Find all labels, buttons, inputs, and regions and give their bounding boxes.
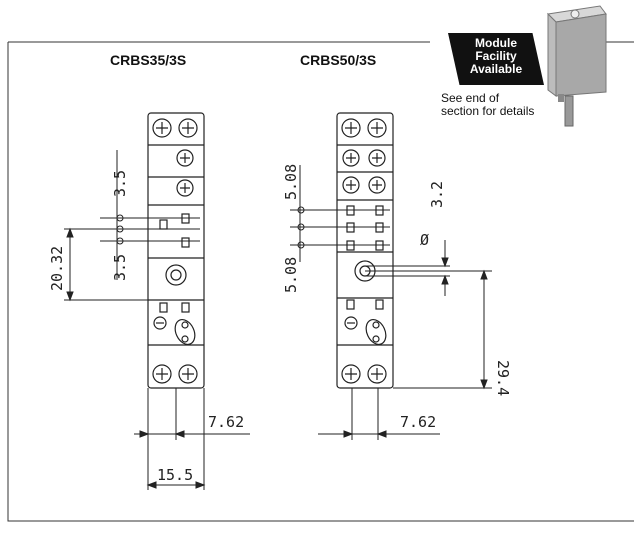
- right-socket: [336, 112, 394, 389]
- note-line-1: See end of: [441, 91, 500, 105]
- dim-right-pitch-bottom: 5.08: [282, 257, 300, 293]
- badge-line-2: Facility: [475, 49, 517, 63]
- dim-left-pitch-bottom: 3.5: [111, 254, 129, 281]
- dim-left-pitch-top: 3.5: [111, 170, 129, 197]
- note-line-2: section for details: [441, 104, 535, 118]
- title-left-model: CRBS35/3S: [110, 52, 187, 68]
- dim-right-height: 29.4: [494, 360, 512, 396]
- left-socket: [147, 112, 205, 389]
- dim-left-span: 20.32: [48, 246, 66, 291]
- diameter-symbol: Ø: [420, 231, 429, 249]
- details-note: See end of section for details: [441, 92, 534, 118]
- dim-left-width-full: 15.5: [157, 466, 193, 484]
- module-illustration: [546, 5, 607, 127]
- right-dimensions: [290, 165, 492, 440]
- frame-border: [7, 41, 634, 522]
- module-facility-badge: Module Facility Available: [448, 33, 544, 85]
- dim-right-pitch-top: 5.08: [282, 164, 300, 200]
- badge-line-1: Module: [475, 36, 517, 50]
- title-right-model: CRBS50/3S: [300, 52, 377, 68]
- dim-right-hole: 3.2: [428, 181, 446, 208]
- dim-left-width-half: 7.62: [208, 413, 244, 431]
- dim-right-width-half: 7.62: [400, 413, 436, 431]
- badge-line-3: Available: [469, 62, 523, 76]
- left-dimensions: [64, 150, 250, 490]
